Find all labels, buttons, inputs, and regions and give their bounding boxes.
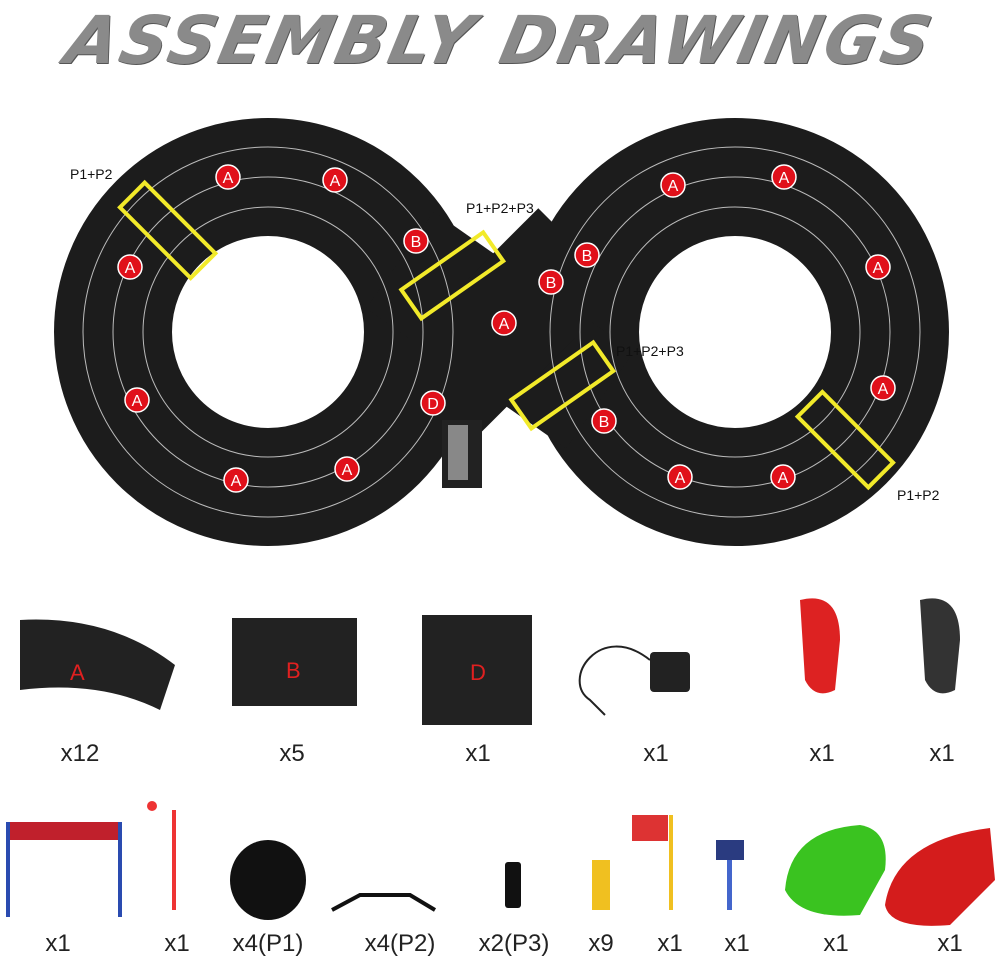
part-count: x5 xyxy=(279,740,305,767)
part-count: x1 xyxy=(809,740,835,767)
accessory-count: x4(P1) xyxy=(232,930,304,957)
joint-label: P1+P2+P3 xyxy=(466,200,534,216)
accessory-count: x1 xyxy=(657,930,683,957)
track-marker-label: A xyxy=(778,470,789,487)
track-marker-label: A xyxy=(499,316,510,333)
piece-letter-a: A xyxy=(70,660,85,685)
start-gate xyxy=(8,822,120,840)
track-marker xyxy=(322,167,348,193)
track-piece-b xyxy=(232,618,357,706)
black-controller xyxy=(920,598,960,694)
sign xyxy=(716,840,744,860)
track-marker-label: A xyxy=(668,178,679,195)
track-marker-label: A xyxy=(779,170,790,187)
accessory-count: x2(P3) xyxy=(478,930,550,957)
track-marker xyxy=(771,164,797,190)
joint-label: P1+P2 xyxy=(897,487,940,503)
track-marker xyxy=(491,310,517,336)
accessory-count: x4(P2) xyxy=(364,930,436,957)
flag xyxy=(669,815,673,910)
track-marker xyxy=(591,408,617,434)
joint-label: P1+P2 xyxy=(70,166,113,182)
track-marker-label: A xyxy=(873,260,884,277)
accessory-count: x1 xyxy=(45,930,71,957)
track-marker xyxy=(117,254,143,280)
lamp-post xyxy=(172,810,176,910)
track-marker xyxy=(420,390,446,416)
track-marker-label: B xyxy=(411,234,422,251)
joint-label: P1+P2+P3 xyxy=(616,343,684,359)
part-count: x12 xyxy=(60,740,100,767)
track-marker xyxy=(403,228,429,254)
track-marker xyxy=(574,242,600,268)
track-marker-label: A xyxy=(878,381,889,398)
accessory-count: x1 xyxy=(937,930,963,957)
red-car xyxy=(885,828,995,926)
track-marker xyxy=(770,464,796,490)
part-count: x1 xyxy=(465,740,491,767)
track-marker xyxy=(538,269,564,295)
track-marker-label: B xyxy=(599,414,610,431)
piece-letter-b: B xyxy=(286,658,301,683)
track-piece-a xyxy=(20,619,175,710)
track-marker xyxy=(215,164,241,190)
accessory-count: x1 xyxy=(724,930,750,957)
track-marker-label: A xyxy=(223,170,234,187)
track-marker xyxy=(667,464,693,490)
track-marker-label: A xyxy=(330,173,341,190)
post xyxy=(505,862,521,908)
track-marker xyxy=(870,375,896,401)
track-piece-d xyxy=(422,615,532,725)
track-marker-label: A xyxy=(132,393,143,410)
accessory-count: x1 xyxy=(164,930,190,957)
track-marker xyxy=(124,387,150,413)
red-controller xyxy=(800,598,840,694)
track-marker-label: A xyxy=(675,470,686,487)
track-marker-label: B xyxy=(582,248,593,265)
track-marker-label: A xyxy=(231,473,242,490)
part-count: x1 xyxy=(929,740,955,767)
accessory-count: x1 xyxy=(823,930,849,957)
track-marker xyxy=(660,172,686,198)
green-car xyxy=(785,825,886,916)
base xyxy=(230,840,306,920)
track-marker xyxy=(334,456,360,482)
part-count: x1 xyxy=(643,740,669,767)
track-marker-label: A xyxy=(342,462,353,479)
adapter xyxy=(650,652,690,692)
track-marker xyxy=(223,467,249,493)
track-marker-label: B xyxy=(546,275,557,292)
track-marker xyxy=(865,254,891,280)
track-marker-label: A xyxy=(125,260,136,277)
clip xyxy=(592,860,610,910)
accessory-count: x9 xyxy=(588,930,614,957)
track-marker-label: D xyxy=(427,396,439,413)
support xyxy=(331,893,437,912)
piece-letter-d: D xyxy=(470,660,486,685)
